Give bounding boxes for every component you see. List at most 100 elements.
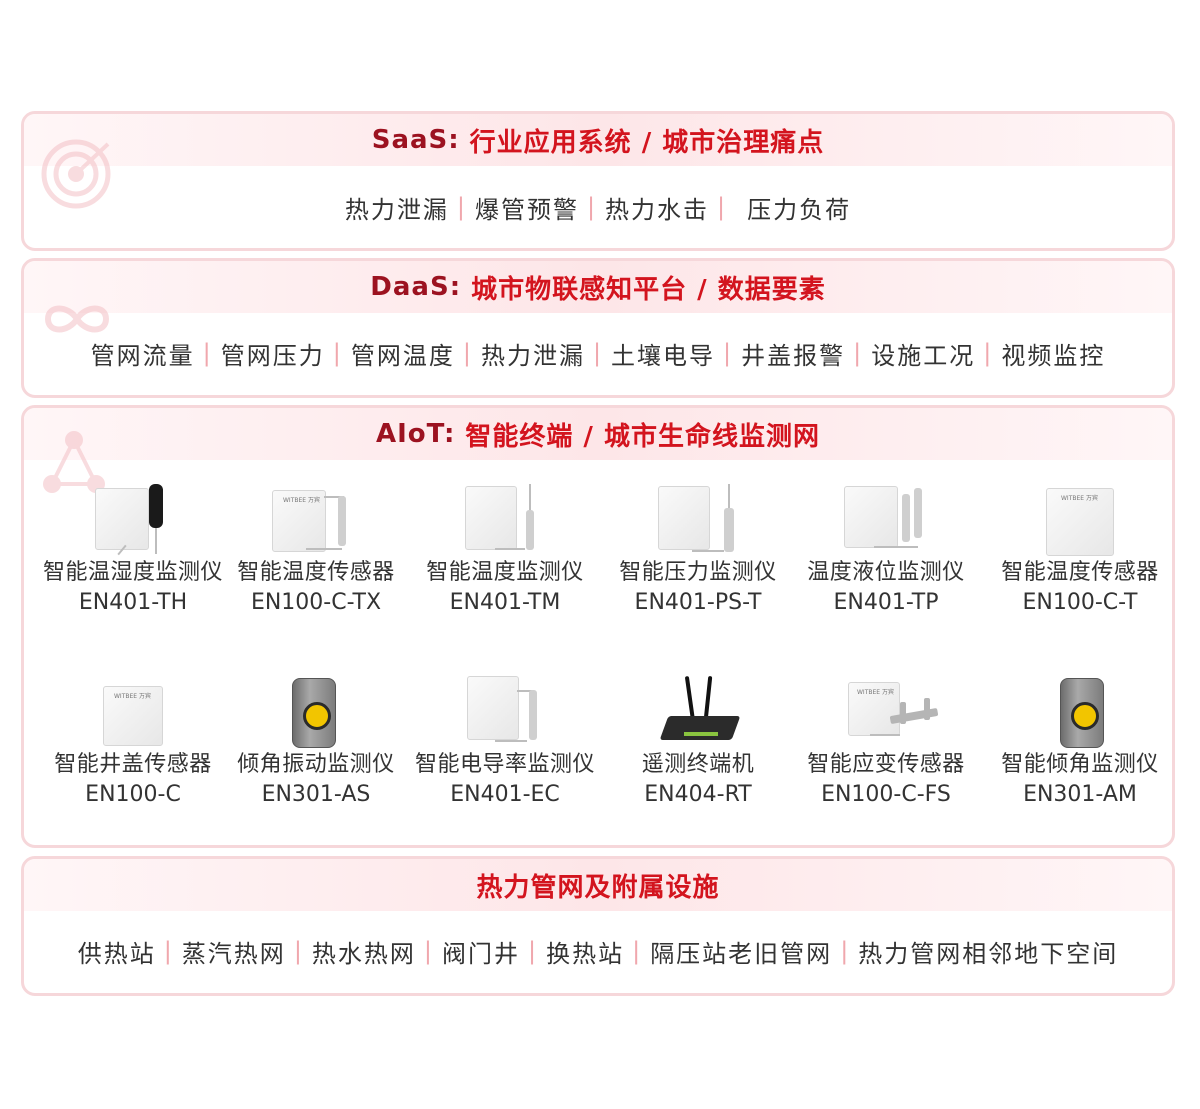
- product-model: EN100-C: [85, 782, 181, 807]
- aiot-panel: AIoT: 智能终端 / 城市生命线监测网 智能温湿度监测仪 EN401-TH …: [21, 405, 1175, 848]
- white-box-cable-probe-icon: [409, 676, 601, 750]
- saas-item: 热力泄漏: [344, 195, 449, 224]
- white-box-dual-probe-icon: [790, 484, 982, 558]
- product-name: 智能温度传感器: [237, 560, 395, 585]
- daas-item: 管网温度: [350, 341, 455, 370]
- product-model: EN100-C-T: [1022, 590, 1138, 615]
- product-card: WITBEE 万宾 智能温度传感器 EN100-C-T: [984, 484, 1172, 618]
- product-name: 智能温湿度监测仪: [42, 560, 223, 585]
- daas-tag: DaaS:: [370, 272, 462, 302]
- separator: |: [632, 937, 643, 965]
- saas-tag: SaaS:: [371, 125, 460, 155]
- product-model: EN401-TH: [78, 590, 188, 615]
- saas-item: 压力负荷: [747, 195, 852, 224]
- facility-item: 热力管网相邻地下空间: [858, 939, 1119, 968]
- aiot-tag: AIoT:: [376, 419, 456, 449]
- separator: |: [456, 193, 467, 221]
- facility-item: 蒸汽热网: [181, 939, 286, 968]
- product-name: 倾角振动监测仪: [237, 752, 395, 777]
- daas-title: 城市物联感知平台 / 数据要素: [471, 274, 826, 305]
- product-model: EN401-TM: [449, 590, 561, 615]
- product-name: 智能压力监测仪: [619, 560, 777, 585]
- product-name: 智能倾角监测仪: [1001, 752, 1159, 777]
- facility-item: 换热站: [546, 939, 625, 968]
- product-name: 智能温度传感器: [1001, 560, 1159, 585]
- separator: |: [202, 339, 213, 367]
- separator: |: [528, 937, 539, 965]
- brand-logo: WITBEE 万宾: [283, 497, 320, 504]
- brand-logo: WITBEE 万宾: [1061, 495, 1098, 502]
- facilities-header: 热力管网及附属设施: [24, 859, 1172, 911]
- router-icon: [602, 675, 794, 750]
- facility-item: 隔压站老旧管网: [650, 939, 833, 968]
- product-card: 倾角振动监测仪 EN301-AS: [220, 676, 412, 810]
- daas-panel: DaaS: 城市物联感知平台 / 数据要素 管网流量 | 管网压力 | 管网温度…: [21, 258, 1175, 398]
- product-model: EN100-C-FS: [821, 782, 951, 807]
- saas-item: 热力水击: [605, 195, 710, 224]
- product-name: 温度液位监测仪: [807, 560, 965, 585]
- daas-item: 管网流量: [90, 341, 195, 370]
- facilities-title: 热力管网及附属设施: [476, 872, 720, 903]
- product-name: 智能井盖传感器: [54, 752, 212, 777]
- daas-item: 土壤电导: [611, 341, 716, 370]
- white-panel-icon: WITBEE 万宾: [37, 676, 229, 750]
- product-name: 智能应变传感器: [807, 752, 965, 777]
- white-panel-icon: WITBEE 万宾: [984, 484, 1172, 558]
- daas-item: 视频监控: [1001, 341, 1106, 370]
- daas-items: 管网流量 | 管网压力 | 管网温度 | 热力泄漏 | 土壤电导 | 井盖报警 …: [24, 313, 1172, 393]
- product-card: 智能温度监测仪 EN401-TM: [409, 484, 601, 618]
- product-name: 遥测终端机: [641, 752, 755, 777]
- gray-device-icon: [984, 676, 1172, 750]
- daas-item: 热力泄漏: [480, 341, 585, 370]
- infinity-icon: [44, 305, 110, 333]
- product-card: 温度液位监测仪 EN401-TP: [790, 484, 982, 618]
- separator: |: [163, 937, 174, 965]
- white-box-black-probe-icon: [37, 484, 229, 558]
- product-model: EN401-TP: [833, 590, 939, 615]
- separator: |: [840, 937, 851, 965]
- product-model: EN100-C-TX: [250, 590, 382, 615]
- white-box-cable-probe-icon: WITBEE 万宾: [220, 484, 412, 558]
- facility-item: 供热站: [77, 939, 156, 968]
- daas-header: DaaS: 城市物联感知平台 / 数据要素: [24, 261, 1172, 313]
- saas-title: 行业应用系统 / 城市治理痛点: [469, 127, 825, 158]
- separator: |: [586, 193, 598, 221]
- product-card: 智能倾角监测仪 EN301-AM: [984, 676, 1172, 810]
- brand-logo: WITBEE 万宾: [857, 689, 894, 696]
- separator: |: [462, 339, 473, 367]
- target-icon: [41, 139, 111, 209]
- product-model: EN404-RT: [644, 782, 752, 807]
- brand-logo: WITBEE 万宾: [114, 693, 151, 700]
- saas-panel: SaaS: 行业应用系统 / 城市治理痛点 热力泄漏 | 爆管预警 | 热力水击…: [21, 111, 1175, 251]
- saas-item: 爆管预警: [474, 195, 579, 224]
- white-box-cable-probe-icon: [602, 484, 794, 558]
- white-box-bracket-icon: WITBEE 万宾: [790, 676, 982, 750]
- daas-item: 设施工况: [871, 341, 976, 370]
- separator: |: [723, 339, 734, 367]
- separator: |: [592, 339, 604, 367]
- aiot-title: 智能终端 / 城市生命线监测网: [465, 421, 820, 452]
- product-model: EN301-AM: [1023, 782, 1137, 807]
- daas-item: 井盖报警: [741, 341, 846, 370]
- facilities-items: 供热站 | 蒸汽热网 | 热水热网 | 阀门井 | 换热站 | 隔压站老旧管网 …: [24, 911, 1172, 991]
- separator: |: [293, 937, 304, 965]
- facilities-panel: 热力管网及附属设施 供热站 | 蒸汽热网 | 热水热网 | 阀门井 | 换热站 …: [21, 856, 1175, 996]
- product-model: EN301-AS: [261, 782, 371, 807]
- product-card: 智能温湿度监测仪 EN401-TH: [37, 484, 229, 618]
- product-model: EN401-PS-T: [634, 590, 762, 615]
- separator: |: [853, 339, 864, 367]
- product-card: 智能压力监测仪 EN401-PS-T: [602, 484, 794, 618]
- product-card: WITBEE 万宾 智能应变传感器 EN100-C-FS: [790, 676, 982, 810]
- separator: |: [423, 937, 434, 965]
- product-card: 遥测终端机 EN404-RT: [602, 675, 794, 810]
- aiot-header: AIoT: 智能终端 / 城市生命线监测网: [24, 408, 1172, 460]
- product-card: WITBEE 万宾 智能温度传感器 EN100-C-TX: [220, 484, 412, 618]
- product-model: EN401-EC: [450, 782, 560, 807]
- facility-item: 阀门井: [442, 939, 520, 968]
- product-name: 智能温度监测仪: [426, 560, 584, 585]
- separator: |: [983, 339, 994, 367]
- saas-header: SaaS: 行业应用系统 / 城市治理痛点: [24, 114, 1172, 166]
- separator: |: [332, 339, 343, 367]
- product-card: 智能电导率监测仪 EN401-EC: [409, 676, 601, 810]
- daas-item: 管网压力: [220, 341, 325, 370]
